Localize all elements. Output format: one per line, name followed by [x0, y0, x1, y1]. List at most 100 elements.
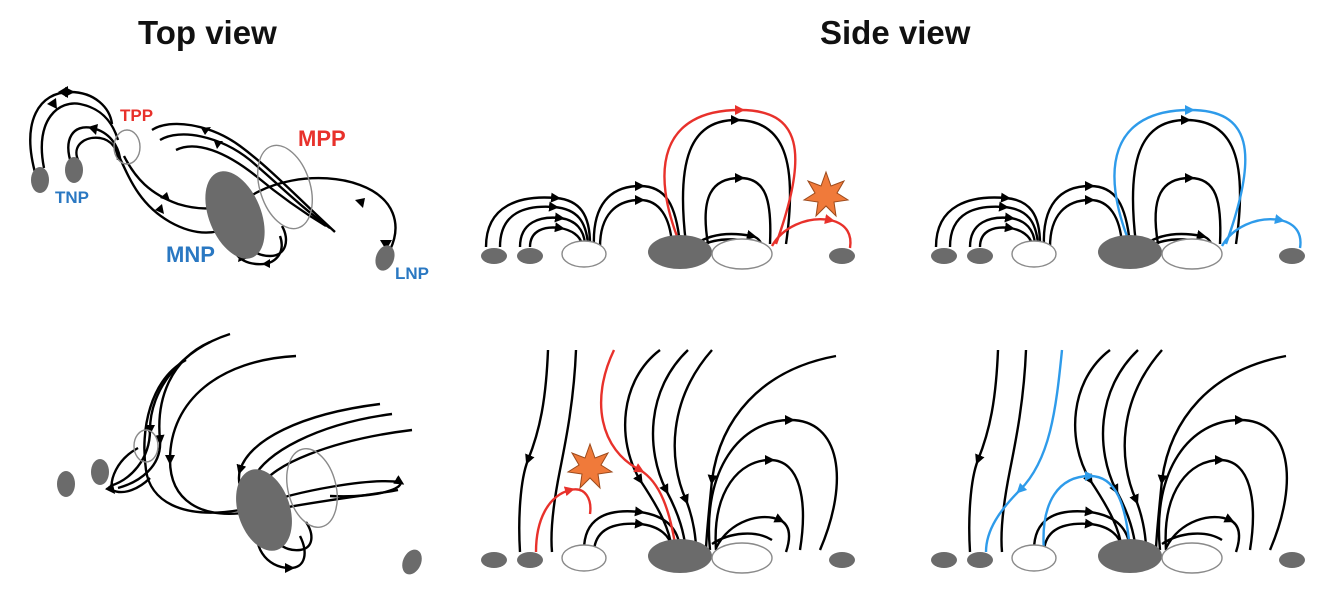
label-mnp: MNP [166, 242, 215, 267]
polarity-tnp [517, 248, 543, 264]
polarity-far-left [931, 552, 957, 568]
polarity-mnp [205, 171, 265, 259]
arrowhead [155, 204, 164, 214]
polarity-lnp [402, 549, 422, 575]
field-line [75, 136, 120, 161]
field-line [1157, 414, 1289, 551]
side-view-panel-upper-red [481, 105, 855, 270]
polarity-mpp [711, 542, 773, 574]
polarity-tpp [561, 240, 607, 268]
blue-field-line [984, 349, 1064, 553]
field-line [714, 513, 791, 553]
field-line [598, 194, 674, 248]
field-line [498, 201, 590, 248]
polarity-tpp [1011, 544, 1057, 572]
field-line [707, 414, 839, 551]
polarity-mnp [1098, 235, 1162, 269]
polarity-lnp [829, 552, 855, 568]
field-line [968, 349, 1000, 553]
arrowhead [58, 86, 68, 98]
star-burst-icon [802, 170, 850, 218]
top-view-heading: Top view [138, 14, 277, 51]
field-line [40, 102, 120, 169]
polarity-lnp [1279, 248, 1305, 264]
side-view-panel-lower-red [481, 349, 855, 574]
field-line [233, 176, 397, 251]
arrowhead [88, 124, 98, 135]
arrowhead [380, 240, 392, 250]
field-line [1101, 349, 1139, 551]
polarity-lnp [1279, 552, 1305, 568]
field-line [1032, 506, 1132, 551]
field-line [711, 532, 773, 546]
arrowhead [160, 192, 170, 201]
polarity-tnp [65, 157, 83, 183]
field-line [1048, 194, 1124, 248]
polarity-mnp [1098, 539, 1162, 573]
top-view-panel-upper: TPP MPP TNP MNP LNP [29, 86, 429, 283]
field-line [934, 192, 1042, 248]
blue-field-line [1042, 470, 1132, 553]
star-burst-icon [566, 442, 614, 490]
red-field-line [534, 486, 592, 553]
polarity-tpp [561, 544, 607, 572]
red-field-line [663, 105, 797, 245]
arrowhead [201, 127, 211, 135]
field-line [518, 212, 587, 248]
polarity-mpp [1161, 238, 1223, 270]
field-line [1131, 115, 1242, 245]
polarity-tnp [91, 459, 109, 485]
field-line [1154, 354, 1287, 551]
polarity-far-left [57, 471, 75, 497]
field-line [1000, 349, 1028, 553]
field-line [714, 454, 805, 551]
field-line [948, 201, 1040, 248]
polarity-tnp [517, 552, 543, 568]
field-line [1161, 532, 1223, 546]
polarity-tpp [133, 429, 159, 463]
field-line [968, 212, 1037, 248]
arrowhead [214, 141, 223, 149]
polarity-lnp [829, 248, 855, 264]
red-field-line [770, 214, 852, 249]
label-tnp: TNP [55, 188, 89, 207]
polarity-far-left [481, 552, 507, 568]
field-line [1164, 513, 1241, 553]
field-line [592, 180, 682, 248]
field-line [484, 192, 592, 248]
field-line [704, 354, 837, 551]
field-line [104, 446, 151, 494]
label-tpp: TPP [120, 106, 153, 125]
side-view-panel-upper-blue [931, 105, 1305, 270]
field-line [252, 412, 393, 479]
field-line [1123, 349, 1163, 551]
field-line [159, 133, 331, 229]
polarity-mpp [257, 144, 313, 230]
field-line [592, 518, 674, 551]
field-line [165, 354, 297, 515]
field-line [582, 506, 682, 551]
arrowhead [47, 98, 57, 109]
blue-field-line [1113, 105, 1247, 245]
field-line [978, 222, 1034, 248]
polarity-mpp [711, 238, 773, 270]
field-line [528, 222, 584, 248]
field-line [651, 349, 689, 551]
arrowhead [262, 259, 270, 268]
field-line [1042, 180, 1132, 248]
side-view-heading: Side view [820, 14, 971, 51]
field-line [117, 340, 211, 490]
polarity-lnp [375, 245, 395, 271]
polarity-mnp [648, 539, 712, 573]
polarity-far-left [931, 248, 957, 264]
field-line [704, 172, 772, 245]
label-mpp: MPP [298, 126, 346, 151]
field-line [1154, 172, 1222, 245]
field-line [518, 349, 550, 553]
field-line [681, 115, 792, 245]
polarity-far-left [481, 248, 507, 264]
blue-field-line [1220, 214, 1302, 249]
top-view-panel-lower [57, 332, 422, 575]
side-view-panel-lower-blue [931, 349, 1305, 574]
